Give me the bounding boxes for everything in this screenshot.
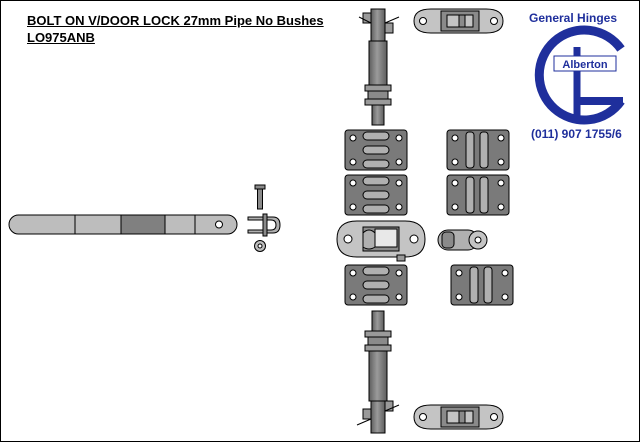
bracket-left-1 xyxy=(344,129,408,171)
brand-name: General Hinges xyxy=(529,11,618,25)
bracket-right-2 xyxy=(446,174,510,216)
locking-bar xyxy=(8,214,238,235)
clevis-part xyxy=(247,213,281,237)
bracket-left-3 xyxy=(344,264,408,306)
bracket-right-3 xyxy=(450,264,514,306)
title-line-2: LO975ANB xyxy=(27,30,95,45)
logo-location: Alberton xyxy=(562,59,608,71)
bottom-rod-guide xyxy=(413,404,504,430)
bolt-part xyxy=(254,184,266,210)
title-line-1: BOLT ON V/DOOR LOCK 27mm Pipe No Bushes xyxy=(27,13,324,28)
top-rod-guide xyxy=(413,8,504,34)
washer-part xyxy=(254,240,266,252)
drawing-title: BOLT ON V/DOOR LOCK 27mm Pipe No Bushes … xyxy=(27,12,324,46)
lock-housing xyxy=(336,220,426,262)
bracket-left-2 xyxy=(344,174,408,216)
general-hinges-logo: Alberton xyxy=(534,25,625,125)
bottom-locking-rod xyxy=(356,310,400,434)
phone-number: (011) 907 1755/6 xyxy=(531,127,622,141)
top-locking-rod xyxy=(358,8,400,126)
handle-hub xyxy=(437,229,488,251)
bracket-right-1 xyxy=(446,129,510,171)
